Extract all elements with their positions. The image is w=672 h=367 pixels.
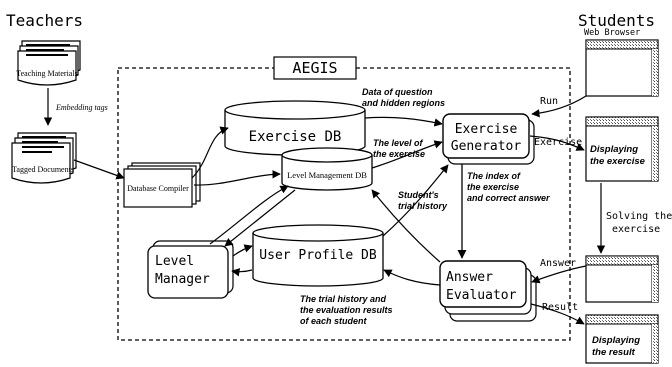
- arrow-evaluator-to-user-db: [383, 269, 441, 286]
- exercise-db: Exercise DB: [224, 100, 366, 156]
- arrow-level-db-to-generator: [371, 140, 443, 169]
- arrow-level-db-to-level-manager: [224, 189, 296, 247]
- data-of-question-line-1: Data of question: [362, 87, 433, 97]
- displaying-exercise-line-2: the exercise: [590, 156, 646, 167]
- teaching-materials-doc: Teaching Materials: [16, 40, 81, 86]
- displaying-result-line-1: Displaying: [592, 335, 640, 346]
- answer-evaluator-label-1: Answer: [446, 270, 493, 285]
- displaying-exercise-line-1: Displaying: [590, 144, 638, 155]
- tagged-documents-label: Tagged Documents: [12, 165, 74, 174]
- arrow-compiler-to-exercise-db: [191, 126, 229, 179]
- exercise-generator-label-2: Generator: [451, 139, 522, 154]
- index-of-exercise-line-2: the exercise: [467, 182, 519, 192]
- arrow-level-manager-to-user-db: [232, 244, 253, 257]
- answer-label: Answer: [540, 258, 576, 269]
- arrow-level-manager-to-level-db: [209, 185, 289, 245]
- trial-results-line-3: of each student: [300, 316, 368, 326]
- level-of-exercise-line-2: the exercise: [373, 149, 425, 159]
- tagged-documents-doc: Tagged Documents: [11, 132, 77, 184]
- arrow-exercise-db-to-generator: [364, 116, 443, 127]
- browser-window-3: [585, 255, 659, 303]
- arrow-user-db-to-level-manager: [231, 268, 253, 277]
- user-profile-db-label: User Profile DB: [259, 248, 377, 263]
- teaching-materials-label: Teaching Materials: [16, 69, 77, 78]
- teachers-heading: Teachers: [6, 11, 83, 30]
- exercise-generator-label-1: Exercise: [455, 122, 518, 137]
- arrow-evaluator-to-level-db: [371, 189, 441, 263]
- trial-results-line-1: The trial history and: [300, 294, 387, 304]
- run-label: Run: [540, 96, 558, 107]
- index-of-exercise-line-3: and correct answer: [467, 193, 550, 203]
- exercise-label: Exercise: [534, 137, 582, 148]
- solving-line-1: Solving the: [606, 211, 672, 222]
- aegis-title-box: [273, 56, 357, 80]
- arrow-user-db-to-generator: [382, 164, 449, 237]
- trial-results-line-2: the evaluation results: [300, 305, 393, 315]
- level-management-db: Level Management DB: [281, 147, 373, 191]
- level-management-db-label: Level Management DB: [287, 170, 367, 180]
- embedding-tags-label: Embedding tags: [55, 103, 108, 112]
- exercise-db-label: Exercise DB: [249, 129, 342, 145]
- answer-evaluator-box: Answer Evaluator: [439, 260, 537, 322]
- arrow-compiler-to-level-db: [193, 170, 281, 186]
- browser-window-4: Displaying the result: [585, 314, 659, 364]
- arrow-run: [531, 95, 587, 118]
- answer-evaluator-label-2: Evaluator: [446, 288, 517, 303]
- database-compiler-box: Database Compiler: [123, 162, 201, 208]
- level-manager-box: Level Manager: [147, 240, 234, 299]
- solving-line-2: exercise: [612, 224, 660, 235]
- data-of-question-line-2: and hidden regions: [362, 98, 445, 108]
- students-heading: Students: [578, 11, 655, 30]
- level-of-exercise-line-1: The level of: [373, 138, 424, 148]
- arrow-answer: [531, 265, 587, 284]
- user-profile-db: User Profile DB: [252, 224, 384, 287]
- browser-window-1: [585, 39, 659, 97]
- arrow-tagged-to-compiler: [73, 159, 125, 180]
- level-manager-label-2: Manager: [155, 272, 210, 287]
- trial-history-line-2: trial history: [398, 201, 448, 211]
- browser-window-2: Displaying the exercise: [585, 116, 659, 182]
- index-of-exercise-line-1: The index of: [467, 171, 521, 181]
- web-browser-label: Web Browser: [584, 28, 640, 38]
- displaying-result-line-2: the result: [592, 347, 636, 358]
- level-manager-label-1: Level: [155, 254, 194, 269]
- result-label: Result: [542, 302, 578, 313]
- arrow-result: [530, 303, 585, 325]
- database-compiler-label: Database Compiler: [127, 184, 189, 193]
- trial-history-line-1: Student's: [398, 190, 439, 200]
- aegis-title: AEGIS: [292, 59, 337, 77]
- arrow-exercise: [529, 135, 585, 151]
- exercise-generator-box: Exercise Generator: [442, 113, 535, 165]
